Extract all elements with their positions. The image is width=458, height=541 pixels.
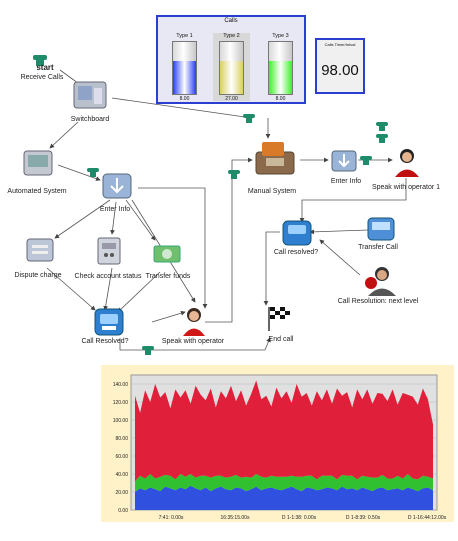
x-tick-label: D 1-16:44:12.00s xyxy=(408,515,447,521)
speak-with-operator-icon[interactable] xyxy=(180,305,208,337)
gauge-type-1-fill xyxy=(173,61,196,94)
speak-with-operator-1-label: Speak with operator 1 xyxy=(371,184,441,191)
gauge-type-1-value: 8.00 xyxy=(179,96,190,102)
enter-info-2-label: Enter Info xyxy=(330,178,362,185)
series-area-3 xyxy=(135,380,433,482)
dispute-charge-label: Dispute charge xyxy=(14,272,62,279)
gauge-type-1: Type 1 8.00 xyxy=(166,33,203,102)
timer-value: 98.00 xyxy=(321,62,359,79)
end-call-label: End call xyxy=(268,336,294,343)
gauge-type-1-tube xyxy=(172,41,197,95)
calls-panel-title: Calls xyxy=(224,18,238,24)
gauge-type-2: Type 2 27.00 xyxy=(213,33,250,102)
end-call-flag-icon[interactable] xyxy=(264,303,294,333)
gauge-type-2-name: Type 2 xyxy=(223,33,240,39)
gauge-type-3-fill xyxy=(269,61,292,94)
call-resolved-2-icon[interactable] xyxy=(280,218,314,248)
x-tick-label: 7:41: 0.00s xyxy=(159,515,184,521)
speak-with-operator-label: Speak with operator xyxy=(161,338,225,345)
call-resolution-next-icon[interactable] xyxy=(362,263,398,297)
y-tick-label: 120.00 xyxy=(113,400,129,406)
connector-lines xyxy=(46,69,407,351)
y-tick-label: 20.00 xyxy=(115,490,128,496)
enter-info-icon[interactable] xyxy=(100,170,134,202)
start-label: start xyxy=(36,63,54,72)
series-area-2 xyxy=(135,474,433,492)
transfer-call-icon[interactable] xyxy=(366,215,396,243)
manual-system-icon[interactable] xyxy=(252,138,298,178)
x-tick-label: D 1-8:39: 0.50s xyxy=(346,515,381,521)
y-tick-label: 100.00 xyxy=(113,418,129,424)
calls-gauge-panel: Calls Type 1 8.00 Type 2 27.00 Type 3 8.… xyxy=(156,15,306,104)
gauge-type-2-fill xyxy=(220,61,243,94)
x-tick-label: D 1-1:38: 0.00s xyxy=(282,515,317,521)
chart-svg: 0.00 20.00 40.00 60.00 80.00 100.00 120.00 140.… xyxy=(113,374,447,521)
switchboard-label: Switchboard xyxy=(70,116,110,123)
dispute-charge-icon[interactable] xyxy=(24,235,56,265)
gauge-type-2-value: 27.00 xyxy=(225,96,238,102)
automated-system-label: Automated System xyxy=(7,188,67,195)
enter-info-2-icon[interactable] xyxy=(330,148,358,174)
y-tick-label: 80.00 xyxy=(115,436,128,442)
transfer-call-label: Transfer Call xyxy=(358,244,398,251)
series-area-1 xyxy=(135,485,433,510)
transfer-funds-icon[interactable] xyxy=(152,240,182,268)
y-tick-label: 60.00 xyxy=(115,454,128,460)
check-account-label: Check account status xyxy=(74,273,142,280)
gauge-type-3-value: 8.00 xyxy=(275,96,286,102)
manual-system-label: Manual System xyxy=(247,188,297,195)
call-resolution-next-label: Call Resolution: next level xyxy=(337,298,419,305)
check-account-icon[interactable] xyxy=(94,235,124,267)
y-tick-label: 0.00 xyxy=(118,508,128,514)
x-tick-label: 16:35:15.00s xyxy=(221,515,250,521)
call-resolved-label: Call Resolved? xyxy=(81,338,129,345)
switchboard-icon[interactable] xyxy=(72,78,108,112)
call-resolved-2-label: Call resolved? xyxy=(273,249,319,256)
speak-with-operator-1-icon[interactable] xyxy=(392,146,422,178)
y-tick-label: 40.00 xyxy=(115,472,128,478)
gauge-type-3-tube xyxy=(268,41,293,95)
gauge-type-3: Type 3 8.00 xyxy=(262,33,299,102)
receive-calls-label: Receive Calls xyxy=(20,74,64,81)
gauge-type-2-tube xyxy=(219,41,244,95)
gauge-type-3-name: Type 3 xyxy=(272,33,289,39)
automated-system-icon[interactable] xyxy=(22,148,54,178)
call-resolved-icon[interactable] xyxy=(92,306,126,338)
calls-timer-box: Calls Timer/Intval 98.00 xyxy=(315,38,365,94)
gauge-type-1-name: Type 1 xyxy=(176,33,193,39)
timer-title: Calls Timer/Intval xyxy=(324,42,356,47)
transfer-funds-label: Transfer funds xyxy=(145,273,191,280)
y-tick-label: 140.00 xyxy=(113,382,129,388)
call-volume-chart: 0.00 20.00 40.00 60.00 80.00 100.00 120.00 140.… xyxy=(101,365,454,522)
enter-info-label: Enter Info xyxy=(99,206,131,213)
